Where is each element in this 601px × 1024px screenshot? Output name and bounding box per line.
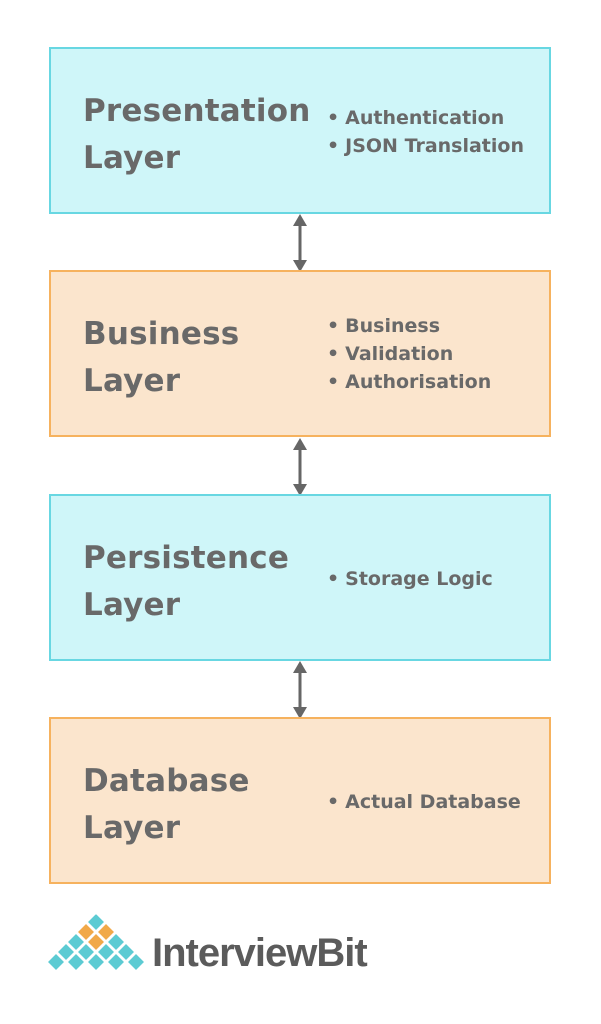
business-layer-box: Business Layer Business Validation Autho… — [49, 270, 551, 437]
logo-diamond — [65, 931, 87, 953]
bullet-validation: Validation — [327, 340, 491, 368]
logo-diamond — [85, 914, 107, 933]
presentation-layer-title-line2: Layer — [83, 140, 181, 176]
brand-footer: InterviewBit — [47, 914, 387, 980]
logo-diamond — [105, 951, 127, 973]
persistence-layer-title-line2: Layer — [83, 587, 181, 623]
logo-diamond — [125, 951, 145, 973]
database-layer-box: Database Layer Actual Database — [49, 717, 551, 884]
bullet-json-translation: JSON Translation — [327, 132, 524, 160]
database-layer-bullets: Actual Database — [327, 788, 521, 816]
database-layer-title-line2: Layer — [83, 810, 181, 846]
logo-diamond — [95, 941, 117, 963]
interviewbit-logo-icon — [47, 914, 145, 973]
persistence-layer-title-line1: Persistence — [83, 540, 290, 576]
double-arrow-icon — [293, 214, 307, 272]
presentation-layer-title: Presentation Layer — [83, 88, 313, 182]
logo-diamond — [47, 951, 67, 973]
bullet-storage-logic: Storage Logic — [327, 565, 493, 593]
logo-diamond — [85, 931, 107, 953]
logo-diamond — [105, 931, 127, 953]
business-layer-title: Business Layer — [83, 311, 313, 405]
double-arrow-icon — [293, 438, 307, 496]
business-layer-title-line1: Business — [83, 316, 240, 352]
logo-diamond — [65, 951, 87, 973]
double-arrow-icon — [293, 661, 307, 719]
persistence-layer-bullets: Storage Logic — [327, 565, 493, 593]
persistence-layer-box: Persistence Layer Storage Logic — [49, 494, 551, 661]
logo-diamond — [85, 951, 107, 973]
database-layer-title: Database Layer — [83, 758, 313, 852]
bullet-authorisation: Authorisation — [327, 368, 491, 396]
brand-name: InterviewBit — [152, 931, 368, 975]
bullet-authentication: Authentication — [327, 104, 524, 132]
presentation-layer-box: Presentation Layer Authentication JSON T… — [49, 47, 551, 214]
bullet-actual-database: Actual Database — [327, 788, 521, 816]
logo-diamond — [75, 941, 97, 963]
connector-presentation-business — [293, 214, 307, 272]
bullet-business: Business — [327, 312, 491, 340]
database-layer-title-line1: Database — [83, 763, 250, 799]
persistence-layer-title: Persistence Layer — [83, 535, 313, 629]
logo-diamond — [115, 941, 137, 963]
logo-diamond — [75, 921, 97, 943]
connector-persistence-database — [293, 661, 307, 719]
connector-business-persistence — [293, 438, 307, 496]
business-layer-bullets: Business Validation Authorisation — [327, 312, 491, 396]
logo-diamond — [55, 941, 77, 963]
business-layer-title-line2: Layer — [83, 363, 181, 399]
presentation-layer-bullets: Authentication JSON Translation — [327, 104, 524, 160]
presentation-layer-title-line1: Presentation — [83, 93, 311, 129]
logo-diamond — [95, 921, 117, 943]
